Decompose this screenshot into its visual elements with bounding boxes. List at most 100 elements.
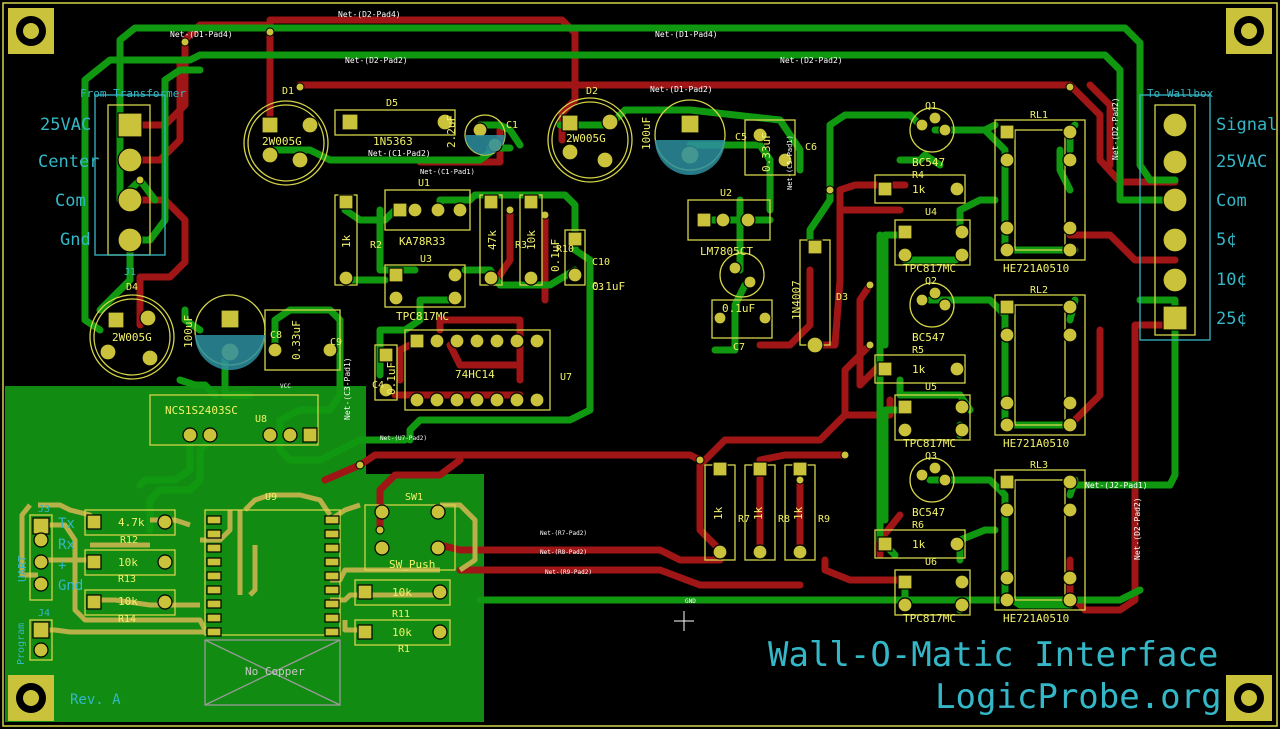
r14-value-label: 10k [118, 595, 138, 608]
connector-caption-transformer: From Transformer [80, 87, 186, 100]
connector-caption-wallbox: To Wallbox [1147, 87, 1214, 100]
net-label-u7-pad2: Net-(U7-Pad2) [380, 435, 427, 442]
r2-ref-label: R2 [370, 240, 382, 251]
net-label-d2-pad2-right: Net-(D2-Pad2) [780, 56, 843, 65]
r1-value-label: 10k [392, 586, 412, 599]
r9-value-label: 1k [792, 506, 805, 520]
net-label-d1-pad4-left: Net-(D1-Pad4) [170, 30, 233, 39]
rl3-ref-label: RL3 [1030, 460, 1048, 471]
crosshair-cursor-icon [674, 611, 694, 631]
uart-pin-gnd: Gnd [58, 578, 83, 594]
u5-ref-label: U5 [925, 382, 937, 393]
u6-ref-label: U6 [925, 557, 937, 568]
r6-value-label: 1k [912, 538, 926, 551]
q1-value-label: BC547 [912, 156, 945, 169]
net-label-r8-pad2: Net-(R8-Pad2) [540, 549, 587, 556]
net-label-d1-pad4-right: Net-(D1-Pad4) [655, 30, 718, 39]
q2-value-label: BC547 [912, 331, 945, 344]
rl2-value-label: HE721A0510 [1003, 437, 1069, 450]
rl3-value-label: HE721A0510 [1003, 612, 1069, 625]
r9-ref-label: R9 [818, 514, 830, 525]
net-label-gnd: GND [685, 598, 696, 605]
u2-value-label: LM7805CT [700, 245, 753, 258]
r10-value-label: 10k [525, 230, 538, 250]
c1-value-label: 2.2uF [445, 115, 458, 148]
q1-ref-label: Q1 [925, 101, 937, 112]
net-label-vcc: VCC [280, 383, 291, 390]
r7-value-label: 1k [712, 506, 725, 520]
net-label-j2-pad1: Net-(J2-Pad1) [1085, 481, 1148, 490]
u8-ref-label: U8 [255, 414, 267, 425]
net-label-d2-pad2-top: Net-(D2-Pad2) [345, 56, 408, 65]
d2-ref-label: D2 [586, 86, 598, 97]
net-label-c1-pad2: Net-(C1-Pad2) [368, 149, 431, 158]
u3-ref-label: U3 [420, 254, 432, 265]
c10-ref-label: C10 [592, 257, 610, 268]
u2-ref-label: U2 [720, 188, 732, 199]
board-site: LogicProbe.org [935, 677, 1222, 717]
u4-ref-label: U4 [925, 207, 937, 218]
uart-pin-plus: + [58, 558, 66, 574]
sw1-value-label: SW_Push [389, 558, 435, 571]
wallbox-pin-25c: 25¢ [1216, 309, 1247, 329]
r5-value-label: 1k [912, 363, 926, 376]
d4-value-label: 2W005G [112, 331, 152, 344]
c7-value-label: 0.1uF [722, 302, 755, 315]
c9-value-label: 0.33uF [290, 320, 303, 360]
program-label: Program [16, 623, 27, 665]
wallbox-pin-10c: 10¢ [1216, 270, 1247, 290]
q3-value-label: BC547 [912, 506, 945, 519]
rl2-ref-label: RL2 [1030, 285, 1048, 296]
r5-ref-label: R5 [912, 345, 924, 356]
net-label-d2-pad2-vertical: Net-(D2-Pad2) [1111, 97, 1120, 160]
r8-value-label: 1k [752, 506, 765, 520]
r12-value-label: 4.7k [118, 516, 145, 529]
program-ref: J4 [38, 608, 50, 619]
d2-value-label: 2W005G [566, 132, 606, 145]
d5-value-label: 1N5363 [373, 135, 413, 148]
u9-value-label: No Copper [245, 665, 305, 678]
c8-ref-label: C8 [270, 330, 282, 341]
u7-value-label: 74HC14 [455, 368, 495, 381]
d3-value-label: 1N4007 [790, 280, 803, 320]
net-label-c5-pad1: Net-(C5-Pad1) [786, 135, 794, 190]
u8-value-label: NCS1S2403SC [165, 404, 238, 417]
c4-value-label: 0.1uF [385, 362, 398, 395]
rl1-value-label: HE721A0510 [1003, 262, 1069, 275]
uart-label: UART [16, 555, 29, 582]
u5-value-label: TPC817MC [903, 437, 956, 450]
r13-value-label: 10k [118, 556, 138, 569]
uart-pin-tx: Tx [58, 516, 75, 532]
net-label-c1-pad1: Net-(C1-Pad1) [420, 168, 475, 176]
rl1-ref-label: RL1 [1030, 110, 1048, 121]
r4-value-label: 1k [912, 183, 926, 196]
cap-shading [195, 135, 725, 370]
r2-value-label: 1k [340, 234, 353, 248]
c6-value-label: 0.33uF [760, 132, 773, 172]
q2-ref-label: Q2 [925, 276, 937, 287]
net-label-r9-pad2: Net-(R9-Pad2) [545, 569, 592, 576]
wallbox-pin-signal: Signal [1216, 115, 1277, 135]
j1-pin-center: Center [38, 152, 99, 172]
r8-ref-label: R8 [778, 514, 790, 525]
wallbox-pin-com: Com [1216, 191, 1247, 211]
r7-ref-label: R7 [738, 514, 750, 525]
r12-ref-label: R12 [120, 535, 138, 546]
revision-label: Rev. A [70, 692, 121, 708]
net-label-d2-pad2-lower: Net-(D2-Pad2) [1133, 497, 1142, 560]
c7-ref-label: C7 [733, 342, 745, 353]
r3-value-label: 47k [486, 230, 499, 250]
vias [135, 27, 1075, 535]
j1-pin-com: Com [55, 191, 86, 211]
u9-ref-label: U9 [265, 492, 277, 503]
d1-ref-label: D1 [282, 86, 294, 97]
u1-value-label: KA78R33 [399, 235, 445, 248]
uart-pin-rx: Rx [58, 537, 75, 553]
r11-ref-label: R11 [392, 609, 410, 620]
c5-value-label: 100uF [640, 117, 653, 150]
c3-value-label: 0.1uF [592, 280, 625, 293]
mounting-holes [8, 8, 1272, 721]
net-label-d2-pad4: Net-(D2-Pad4) [338, 10, 401, 19]
c5-ref-label: C5 [735, 132, 747, 143]
